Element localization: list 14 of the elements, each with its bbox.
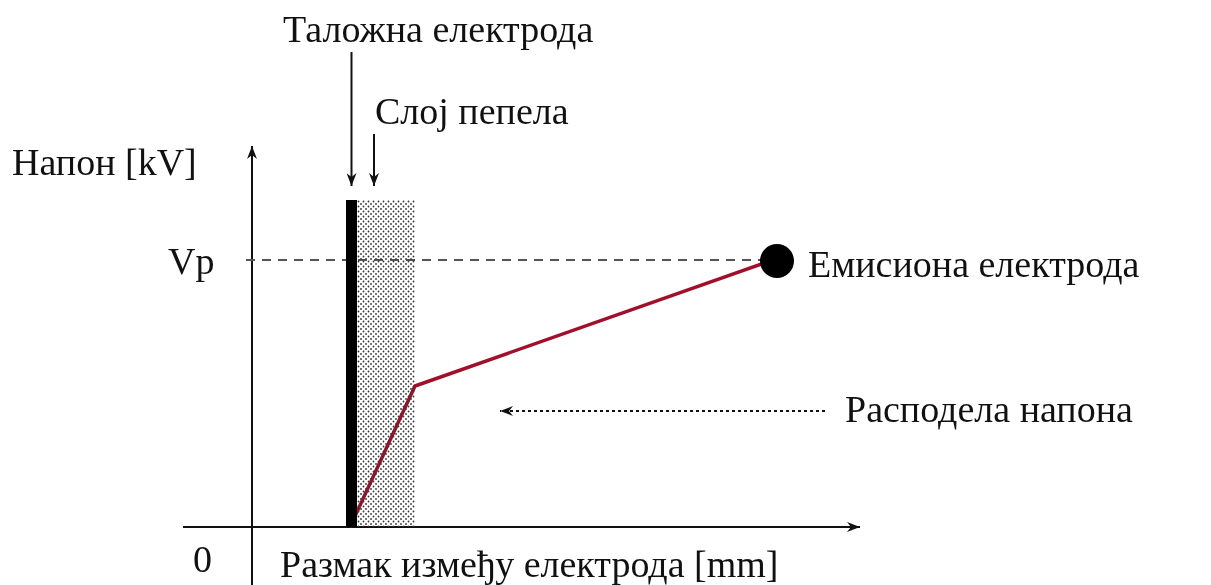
axis-title: Размак између електрода [mm] — [280, 545, 779, 583]
arrow — [346, 51, 357, 187]
arrow — [369, 133, 379, 187]
electrode-bar — [346, 200, 357, 527]
tick-label: Vp — [168, 242, 215, 280]
axis-title: Напон [kV] — [12, 143, 197, 181]
callout-label: Таложна електрода — [283, 10, 594, 48]
leader-line — [499, 406, 826, 416]
electrode-dot — [760, 244, 794, 278]
callout-label: Слој пепела — [375, 92, 569, 130]
electrode-label: Емисиона електрода — [808, 245, 1140, 283]
tick-label: 0 — [193, 540, 212, 578]
callout-label: Расподела напона — [845, 390, 1133, 428]
ash-layer — [357, 200, 415, 527]
